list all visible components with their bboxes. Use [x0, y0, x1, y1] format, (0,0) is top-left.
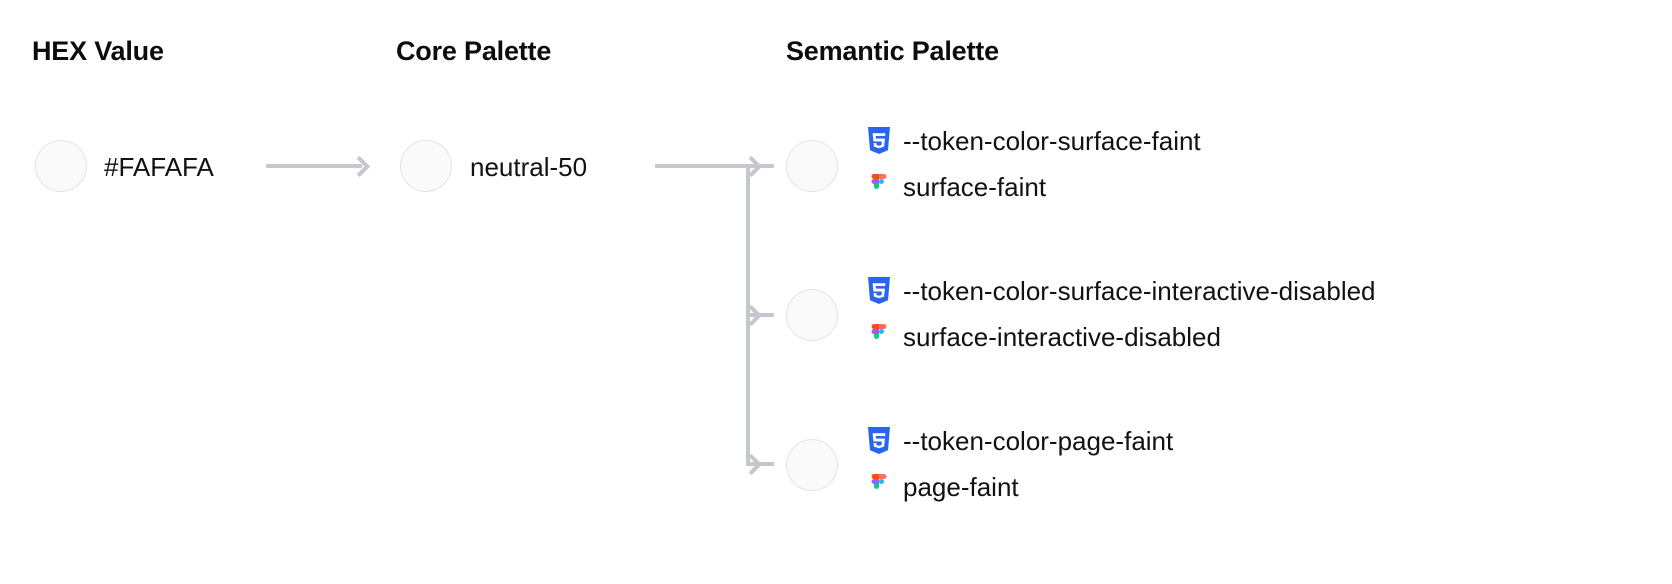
swatch-hex-value — [35, 140, 87, 192]
semantic-css-line-0: --token-color-surface-faint — [866, 118, 1201, 164]
semantic-css-token-2: --token-color-page-faint — [903, 426, 1174, 456]
css3-shield-icon — [866, 426, 892, 456]
swatch-core-palette — [400, 140, 452, 192]
arrow-right-icon — [740, 155, 763, 178]
column-header-hex-value: HEX Value — [32, 36, 164, 66]
semantic-figma-line-1: surface-interactive-disabled — [866, 314, 1376, 360]
arrow-right-icon — [740, 304, 763, 327]
connector-branch-2-line — [746, 462, 774, 466]
figma-logo-icon — [866, 472, 892, 502]
semantic-css-token-0: --token-color-surface-faint — [903, 126, 1201, 156]
semantic-token-group-2: --token-color-page-faint page-faint — [866, 418, 1173, 510]
css3-shield-icon — [866, 276, 892, 306]
semantic-figma-line-0: surface-faint — [866, 164, 1201, 210]
semantic-figma-token-1: surface-interactive-disabled — [903, 322, 1221, 352]
semantic-token-group-0: --token-color-surface-faint surface-fain… — [866, 118, 1201, 210]
connector-core-to-semantic-stub — [655, 164, 750, 168]
connector-branch-0-line — [746, 164, 774, 168]
column-header-core-palette: Core Palette — [396, 36, 552, 66]
core-palette-label: neutral-50 — [470, 152, 588, 182]
arrow-right-icon — [740, 453, 763, 476]
semantic-css-line-1: --token-color-surface-interactive-disabl… — [866, 268, 1376, 314]
semantic-figma-line-2: page-faint — [866, 464, 1173, 510]
swatch-semantic-1 — [786, 289, 838, 341]
hex-value-label: #FAFAFA — [104, 152, 214, 182]
figma-logo-icon — [866, 172, 892, 202]
css3-shield-icon — [866, 126, 892, 156]
column-header-semantic-palette: Semantic Palette — [786, 36, 999, 66]
semantic-css-line-2: --token-color-page-faint — [866, 418, 1173, 464]
arrow-right-icon — [348, 155, 371, 178]
semantic-figma-token-0: surface-faint — [903, 172, 1047, 202]
swatch-semantic-0 — [786, 140, 838, 192]
semantic-css-token-1: --token-color-surface-interactive-disabl… — [903, 276, 1376, 306]
connector-hex-to-core-line — [266, 164, 362, 168]
semantic-token-group-1: --token-color-surface-interactive-disabl… — [866, 268, 1376, 360]
figma-logo-icon — [866, 322, 892, 352]
swatch-semantic-2 — [786, 439, 838, 491]
connector-branch-1-line — [746, 313, 774, 317]
semantic-figma-token-2: page-faint — [903, 472, 1019, 502]
